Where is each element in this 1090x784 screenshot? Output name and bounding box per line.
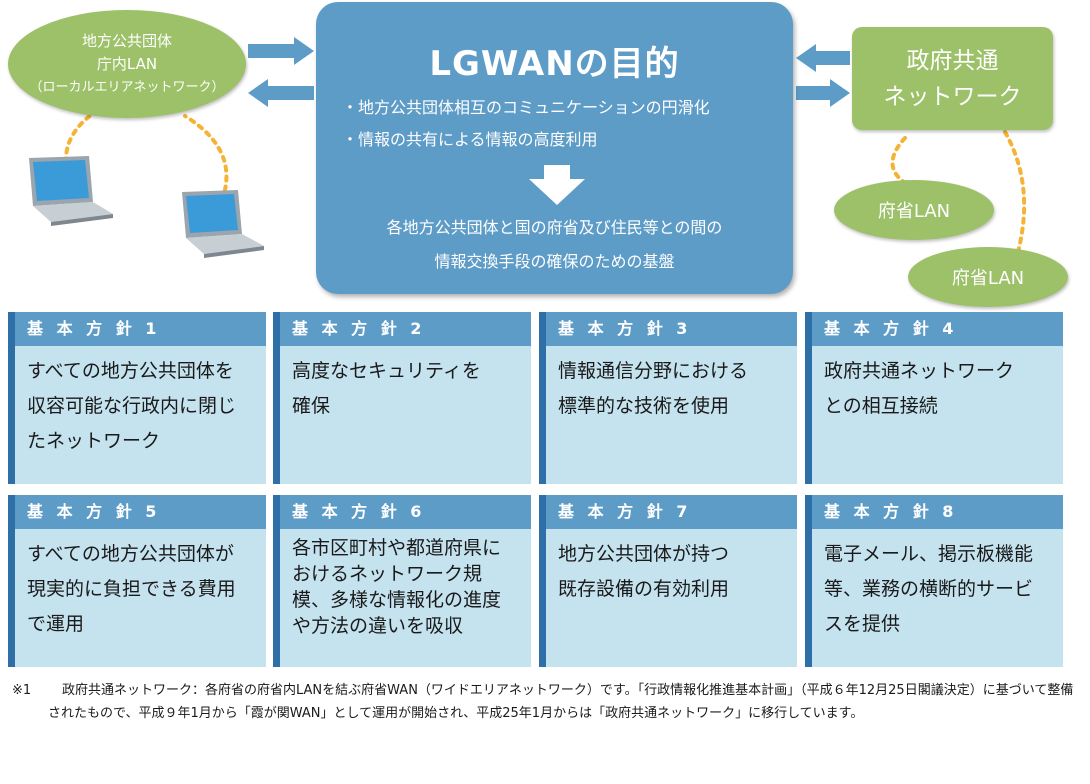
policy-card-5: 基 本 方 針 5 すべての地方公共団体が 現実的に負担できる費用 で運用 — [8, 495, 266, 667]
policy-text: すべての地方公共団体を 収容可能な行政内に閉じ たネットワーク — [27, 360, 237, 452]
policy-heading: 基 本 方 針 5 — [15, 495, 266, 529]
dotted-link-right-2 — [1003, 130, 1027, 254]
policy-text: 電子メール、掲示板機能 等、業務の横断的サービ スを提供 — [824, 543, 1034, 635]
purpose-bullet: ・情報の共有による情報の高度利用 — [342, 130, 598, 149]
purpose-basis-line2: 情報交換手段の確保のための基盤 — [434, 252, 675, 271]
down-arrow-icon — [529, 165, 585, 205]
local-lan-line3: （ローカルエリアネットワーク） — [29, 79, 225, 95]
dotted-link-right-1 — [890, 136, 907, 185]
policy-heading: 基 本 方 針 4 — [812, 312, 1063, 346]
policy-heading: 基 本 方 針 1 — [15, 312, 266, 346]
local-lan-node: 地方公共団体 庁内LAN （ローカルエリアネットワーク） — [8, 10, 246, 118]
gov-network-line2: ネットワーク — [883, 83, 1022, 110]
lgwan-purpose-box: LGWANの目的 ・地方公共団体相互のコミュニケーションの円滑化 ・情報の共有に… — [316, 2, 793, 294]
policy-text: 地方公共団体が持つ 既存設備の有効利用 — [558, 543, 730, 600]
policy-text: 情報通信分野における 標準的な技術を使用 — [558, 360, 749, 417]
policy-card-1: 基 本 方 針 1 すべての地方公共団体を 収容可能な行政内に閉じ たネットワー… — [8, 312, 266, 484]
ministry-lan-node: 府省LAN — [834, 180, 994, 240]
policy-heading: 基 本 方 針 6 — [280, 495, 531, 529]
dotted-link-left-2 — [183, 114, 229, 202]
policy-text: 各市区町村や都道府県に おけるネットワーク規 模、多様な情報化の進度 や方法の違… — [292, 537, 502, 637]
policy-heading: 基 本 方 針 7 — [546, 495, 797, 529]
policy-card-8: 基 本 方 針 8 電子メール、掲示板機能 等、業務の横断的サービ スを提供 — [805, 495, 1063, 667]
policy-card-4: 基 本 方 針 4 政府共通ネットワーク との相互接続 — [805, 312, 1063, 484]
ministry-lan-node: 府省LAN — [908, 247, 1068, 307]
footnote: ※1 政府共通ネットワーク：各府省の府省内LANを結ぶ府省WAN（ワイドエリアネ… — [12, 679, 1078, 725]
double-arrow-icon-left — [248, 37, 314, 107]
policy-card-2: 基 本 方 針 2 高度なセキュリティを 確保 — [273, 312, 531, 484]
double-arrow-icon-right — [796, 44, 850, 107]
policy-text: 高度なセキュリティを 確保 — [292, 360, 481, 417]
policy-heading: 基 本 方 針 3 — [546, 312, 797, 346]
footnote-text: 政府共通ネットワーク：各府省の府省内LANを結ぶ府省WAN（ワイドエリアネットワ… — [48, 683, 1074, 721]
gov-network-line1: 政府共通 — [906, 47, 999, 74]
policy-text: すべての地方公共団体が 現実的に負担できる費用 で運用 — [27, 543, 236, 635]
policy-heading: 基 本 方 針 2 — [280, 312, 531, 346]
laptop-icon — [182, 190, 264, 258]
footnote-mark: ※1 — [12, 683, 32, 698]
purpose-title: LGWANの目的 — [429, 44, 680, 84]
purpose-bullet: ・地方公共団体相互のコミュニケーションの円滑化 — [342, 98, 710, 117]
ministry-lan-label: 府省LAN — [951, 268, 1025, 289]
local-lan-line1: 地方公共団体 — [81, 31, 172, 50]
policy-card-3: 基 本 方 針 3 情報通信分野における 標準的な技術を使用 — [539, 312, 797, 484]
policy-card-6: 基 本 方 針 6 各市区町村や都道府県に おけるネットワーク規 模、多様な情報… — [273, 495, 531, 667]
policy-text: 政府共通ネットワーク との相互接続 — [824, 360, 1015, 417]
gov-common-network-node: 政府共通 ネットワーク — [852, 27, 1053, 130]
purpose-basis-line1: 各地方公共団体と国の府省及び住民等との間の — [386, 218, 723, 237]
policy-heading: 基 本 方 針 8 — [812, 495, 1063, 529]
connector-layer — [29, 37, 1027, 258]
laptop-icon — [29, 156, 113, 226]
policy-card-7: 基 本 方 針 7 地方公共団体が持つ 既存設備の有効利用 — [539, 495, 797, 667]
local-lan-line2: 庁内LAN — [96, 54, 158, 73]
ministry-lan-label: 府省LAN — [877, 201, 951, 222]
